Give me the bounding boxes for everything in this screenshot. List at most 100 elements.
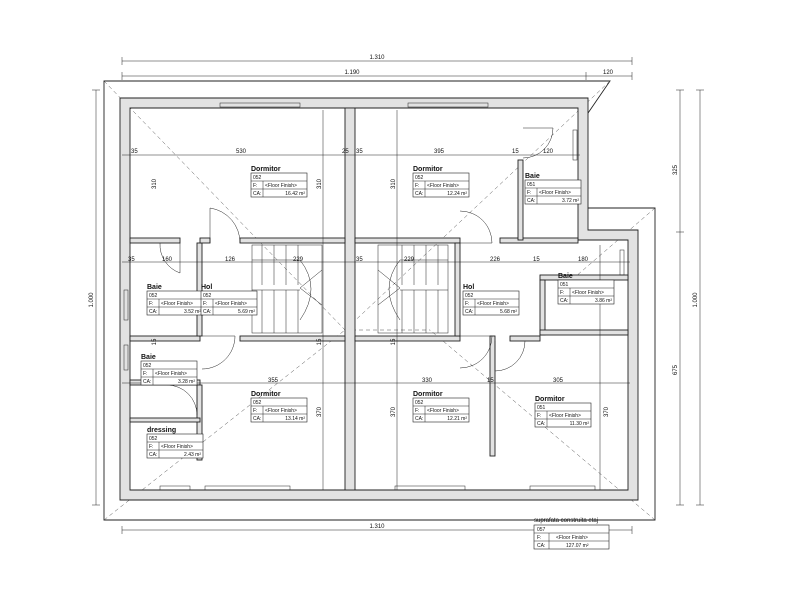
room-name: Dormitor <box>413 166 443 173</box>
room-name: Baie <box>525 173 540 180</box>
room-area-label: CA: <box>203 309 211 315</box>
room-area: 3.52 m² <box>184 309 201 315</box>
dim-row-2: 35 160 126 229 35 229 226 15 180 <box>128 257 589 263</box>
room-tag-box <box>462 290 520 316</box>
room-area-label: CA: <box>149 452 157 458</box>
dim-right-lower: 675 <box>673 364 679 375</box>
room-code: 052 <box>143 363 152 369</box>
room-code: 051 <box>527 182 536 188</box>
room-code: 051 <box>537 405 546 411</box>
room-tag-box <box>146 290 204 316</box>
room-finish-label: F: <box>253 408 257 414</box>
dim-r1-6: 120 <box>543 149 554 155</box>
summary-area-label: CA: <box>537 543 545 549</box>
dim-r3-3: 305 <box>553 378 564 384</box>
dim-r2-7: 15 <box>533 257 540 263</box>
room-area: 5.68 m² <box>500 309 517 315</box>
room-area: 16.42 m² <box>285 191 305 197</box>
dim-r2-4: 35 <box>356 257 363 263</box>
room-area: 12.21 m² <box>447 416 467 422</box>
room-finish-label: F: <box>415 408 419 414</box>
room-code: 052 <box>149 436 158 442</box>
room-finish: <Floor Finish> <box>539 190 571 196</box>
staircase-left <box>251 244 323 334</box>
room-finish-label: F: <box>149 301 153 307</box>
room-tag-box <box>524 179 582 205</box>
dim-r2-3: 229 <box>293 257 304 263</box>
dim-r1-1: 530 <box>236 149 247 155</box>
room-area-label: CA: <box>415 191 423 197</box>
room-area-label: CA: <box>527 198 535 204</box>
staircase-right <box>377 244 449 334</box>
room-finish-label: F: <box>415 183 419 189</box>
dim-bottom-total: 1.310 <box>369 524 385 530</box>
room-finish: <Floor Finish> <box>427 183 459 189</box>
room-area: 5.69 m² <box>238 309 255 315</box>
dim-r2-8: 180 <box>578 257 589 263</box>
room-area: 3.72 m² <box>562 198 579 204</box>
dim-r3-0: 355 <box>268 378 279 384</box>
room-area-label: CA: <box>149 309 157 315</box>
dim-va-0: 310 <box>152 178 158 189</box>
dim-r2-5: 229 <box>404 257 415 263</box>
dim-r3-1: 330 <box>422 378 433 384</box>
room-name: Dormitor <box>251 166 281 173</box>
dim-row-1: 35 530 25 35 395 15 120 <box>131 149 554 155</box>
dim-top-total: 1.310 <box>369 55 385 61</box>
room-area: 12.24 m² <box>447 191 467 197</box>
room-finish: <Floor Finish> <box>161 444 193 450</box>
room-tag-box <box>534 402 592 428</box>
room-area: 11.30 m² <box>570 421 590 427</box>
dim-vc-0: 370 <box>317 406 323 417</box>
room-area-label: CA: <box>253 191 261 197</box>
room-area-label: CA: <box>537 421 545 427</box>
room-area: 3.86 m² <box>595 298 612 304</box>
room-finish-label: F: <box>527 190 531 196</box>
summary-finish-label: F: <box>537 535 541 541</box>
dim-vc-2: 370 <box>604 406 610 417</box>
room-finish: <Floor Finish> <box>572 290 604 296</box>
room-name: Dormitor <box>413 391 443 398</box>
room-finish-label: F: <box>537 413 541 419</box>
room-name: Hol <box>463 284 474 291</box>
room-area-label: CA: <box>560 298 568 304</box>
room-area: 2.43 m² <box>184 452 201 458</box>
room-tag-box <box>412 172 470 198</box>
room-tag-box <box>146 433 204 459</box>
dim-r1-5: 15 <box>512 149 519 155</box>
summary-finish: <Floor Finish> <box>556 535 588 541</box>
room-area: 3.28 m² <box>178 379 195 385</box>
room-finish-label: F: <box>253 183 257 189</box>
summary-area: 127.07 m² <box>566 543 589 549</box>
dim-left-total: 1.000 <box>89 292 95 308</box>
room-area: 13.14 m² <box>285 416 305 422</box>
room-code: 052 <box>203 293 212 299</box>
dim-vertical: 310 310 310 15 15 15 15 370 370 370 <box>152 178 610 417</box>
room-area-label: CA: <box>415 416 423 422</box>
room-tag-box <box>200 290 258 316</box>
dim-r1-3: 35 <box>356 149 363 155</box>
room-code: 052 <box>415 400 424 406</box>
room-code: 052 <box>253 175 262 181</box>
dim-r2-0: 35 <box>128 257 135 263</box>
room-tag-box <box>412 397 470 423</box>
dim-vc-1: 370 <box>391 406 397 417</box>
dim-r3-2: 15 <box>487 378 494 384</box>
dim-row-3: 355 330 15 305 <box>268 378 564 384</box>
dim-r1-0: 35 <box>131 149 138 155</box>
room-finish-label: F: <box>203 301 207 307</box>
room-name: Dormitor <box>535 396 565 403</box>
room-finish: <Floor Finish> <box>427 408 459 414</box>
room-name: Baie <box>141 354 156 361</box>
room-tag-box <box>140 360 198 386</box>
room-name: Dormitor <box>251 391 281 398</box>
room-code: 051 <box>560 282 569 288</box>
